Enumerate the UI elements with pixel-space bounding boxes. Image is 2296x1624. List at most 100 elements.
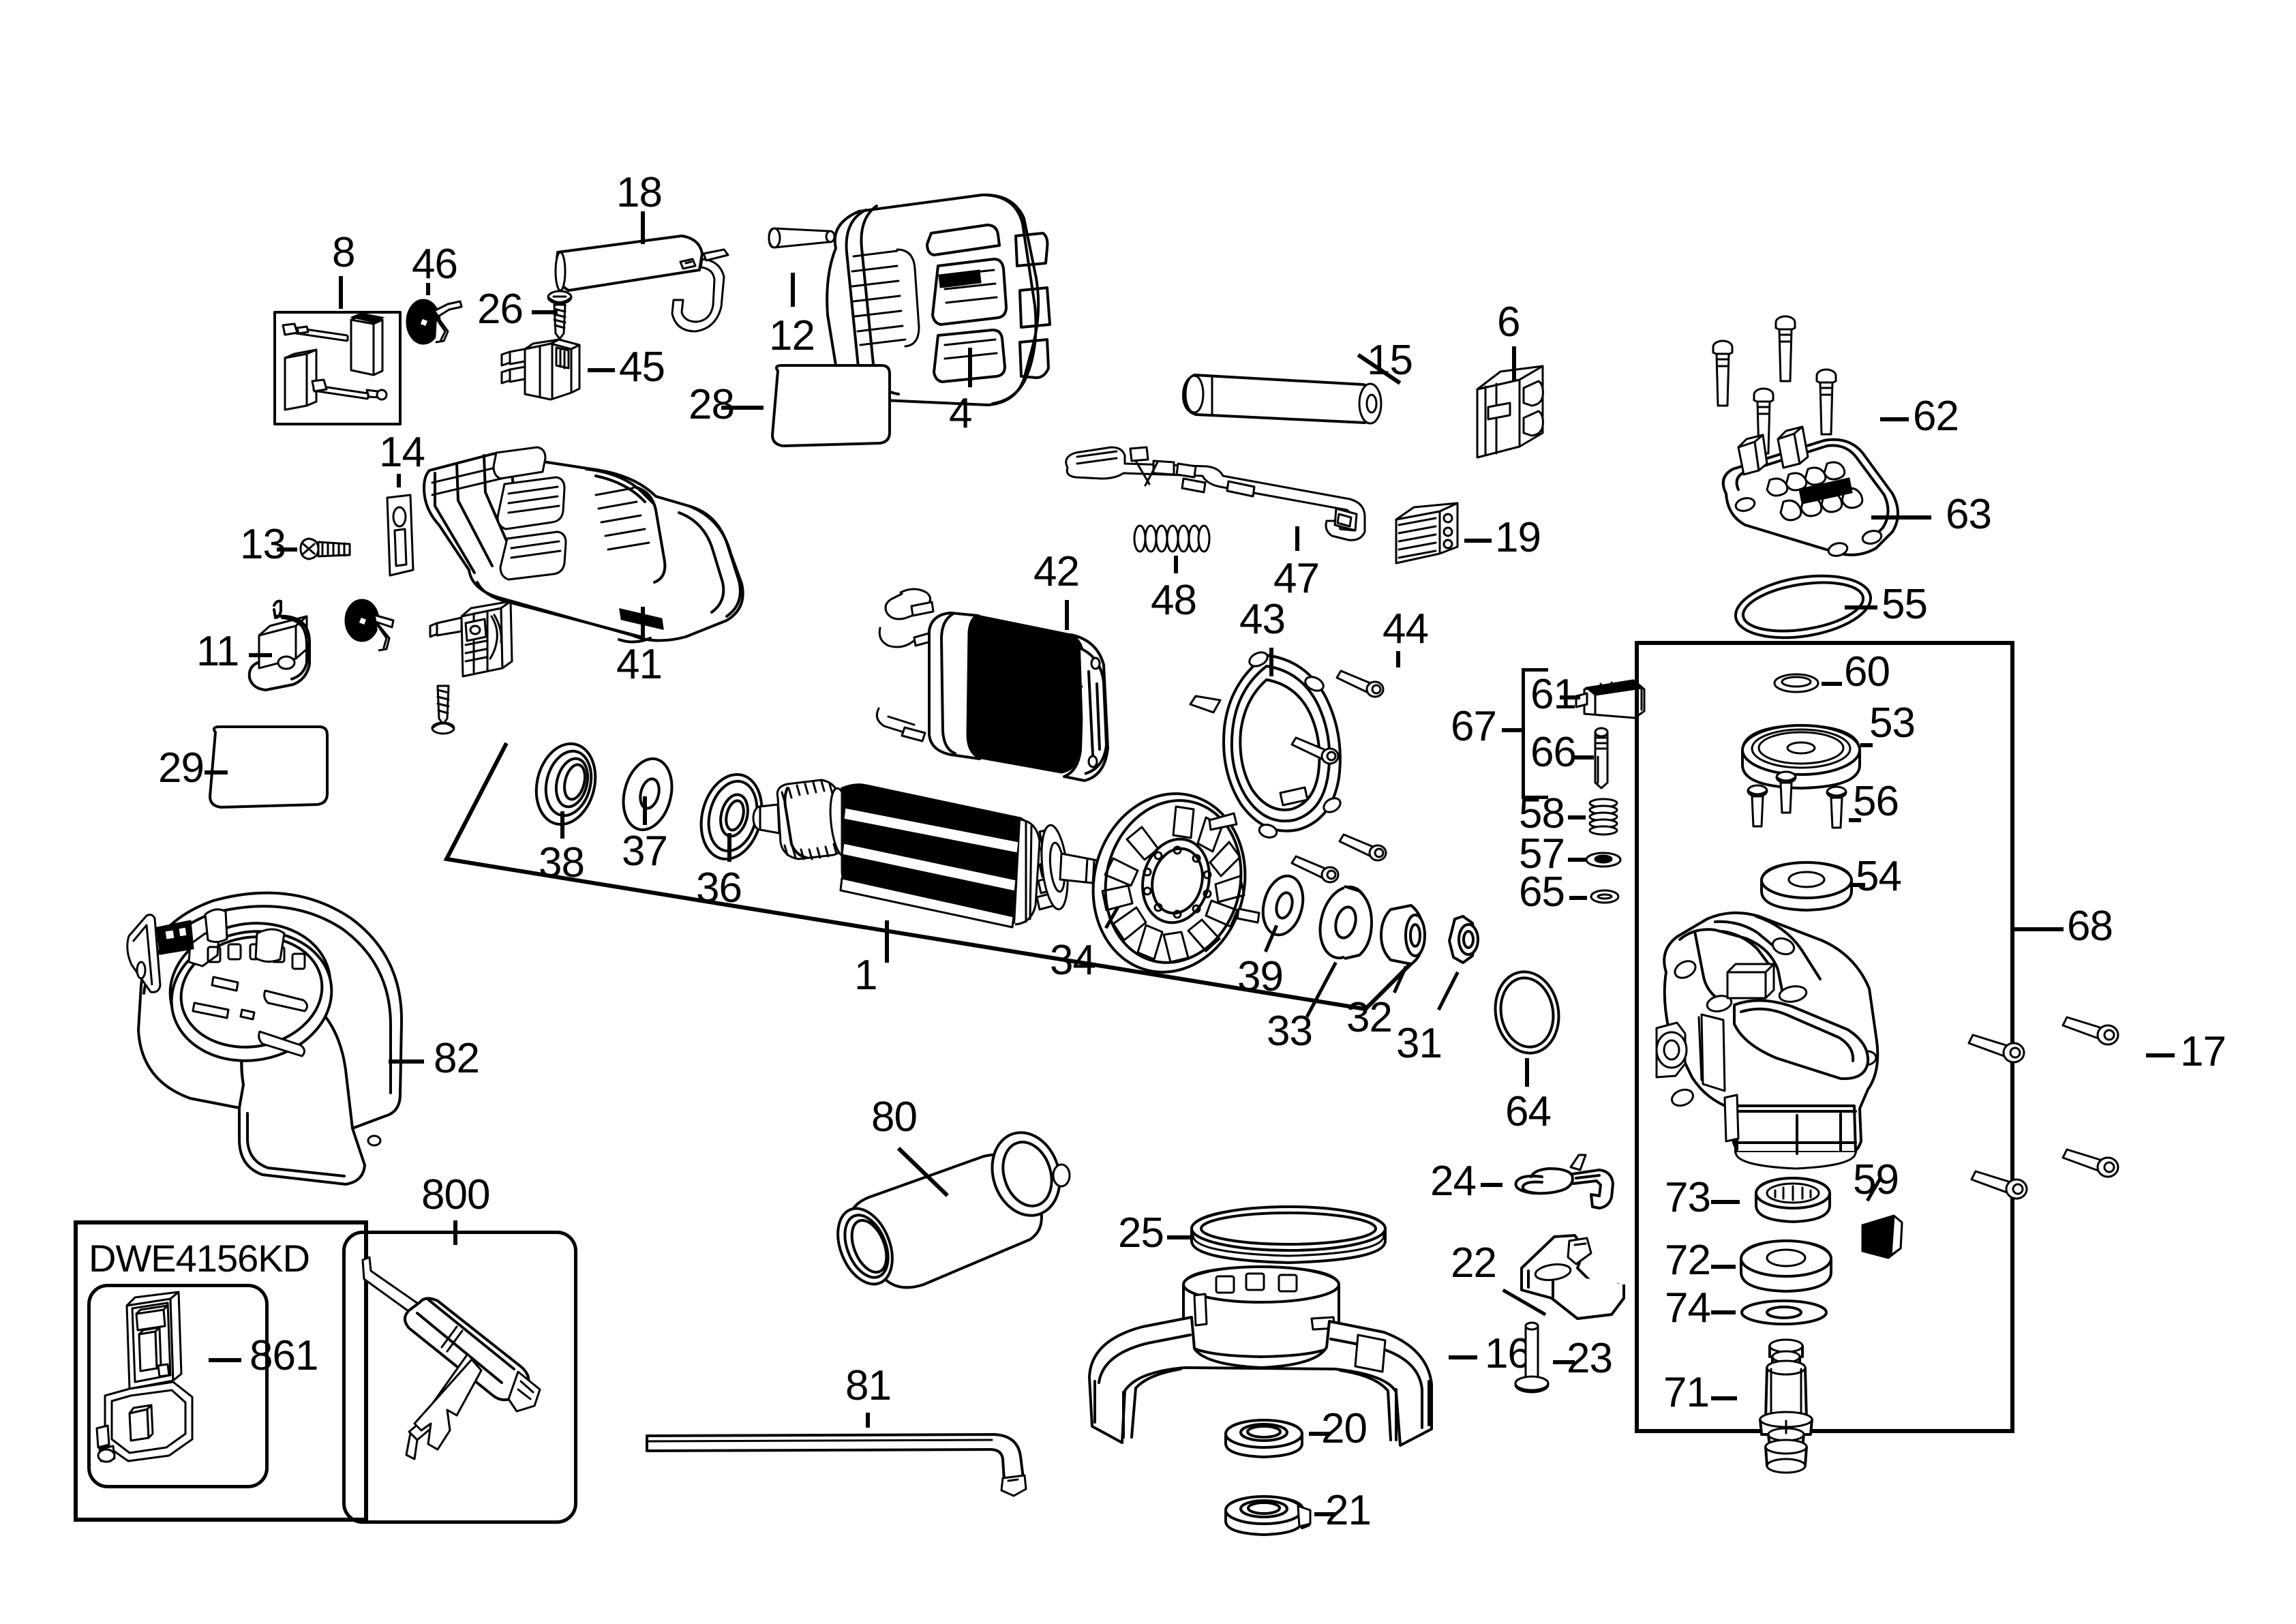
leader-37: [643, 796, 647, 825]
part-80-grip-sleeve: [808, 1131, 1081, 1323]
leader-56: [1849, 818, 1861, 822]
callout-59: 59: [1853, 1156, 1899, 1203]
leader-4: [968, 348, 972, 387]
part-14-inspection-cover: [382, 491, 417, 580]
callout-55: 55: [1882, 581, 1928, 628]
callout-42: 42: [1033, 548, 1080, 595]
callout-19: 19: [1495, 514, 1541, 561]
part-11-brush-holder: [239, 599, 348, 694]
part-1-armature-bracket-line: [443, 742, 1442, 1036]
part-41-motor-housing: [416, 443, 818, 648]
part-32-spacer: [1376, 901, 1437, 969]
leader-17: [2146, 1053, 2175, 1057]
part-60-washer: [1772, 672, 1820, 695]
callout-23: 23: [1567, 1335, 1613, 1382]
leader-25: [1167, 1235, 1192, 1239]
part-22-clamp-lever: [1512, 1227, 1635, 1336]
callout-18: 18: [616, 169, 663, 216]
callout-15: 15: [1367, 337, 1413, 384]
kit-case-inset: [87, 1284, 269, 1488]
callout-68: 68: [2067, 903, 2113, 950]
callout-26: 26: [477, 286, 524, 333]
callout-60: 60: [1844, 648, 1890, 695]
part-71-spindle: [1745, 1336, 1834, 1474]
callout-11: 11: [196, 628, 239, 675]
callout-61: 61: [1530, 671, 1577, 718]
part-65-o-ring: [1588, 888, 1621, 905]
leader-19: [1464, 539, 1492, 543]
leader-38: [560, 811, 564, 839]
part-39-washer: [1252, 871, 1314, 939]
part-800-wrench-tool: [354, 1248, 566, 1507]
part-21-lock-nut: [1222, 1490, 1314, 1544]
part-brush-spring-clip: [344, 599, 406, 655]
leader-55: [1845, 605, 1877, 610]
callout-64: 64: [1505, 1088, 1552, 1135]
part-46-spring-washer: [406, 293, 467, 348]
callout-45: 45: [619, 344, 665, 391]
leader-44: [1396, 651, 1400, 667]
part-29-label-plate: [205, 723, 334, 811]
leader-43: [1269, 648, 1273, 676]
part-13-screw: [298, 533, 357, 565]
callout-6: 6: [1497, 299, 1520, 346]
leader-29: [205, 770, 228, 775]
leader-16: [1449, 1355, 1477, 1359]
callout-38: 38: [539, 839, 585, 886]
leader-73: [1711, 1200, 1740, 1204]
part-15-handle-sleeve: [1179, 361, 1398, 436]
model-variant-label: DWE4156KD: [89, 1237, 310, 1280]
part-43-baffle-ring: [1171, 644, 1355, 842]
part-6-capacitor: [1469, 365, 1565, 467]
part-34-fan: [1074, 787, 1265, 978]
part-58-spring: [1583, 796, 1624, 837]
part-45-switch: [498, 334, 586, 409]
leader-62: [1880, 417, 1909, 421]
callout-63: 63: [1946, 491, 1992, 538]
leader-28: [721, 406, 764, 410]
callout-43: 43: [1239, 596, 1286, 643]
leader-72: [1711, 1265, 1736, 1269]
part-24-wire-clip: [1500, 1152, 1629, 1234]
part-56-screws: [1747, 770, 1888, 845]
callout-28: 28: [689, 381, 735, 428]
part-19-terminal-block: [1391, 502, 1469, 569]
part-74-shim-ring: [1740, 1299, 1828, 1326]
tool-inset-box: [342, 1231, 577, 1524]
part-18-handle-bar: [552, 225, 770, 355]
callout-80: 80: [871, 1094, 918, 1141]
part-54-spacer-ring: [1759, 856, 1854, 914]
callout-56: 56: [1853, 778, 1899, 825]
part-28-label-plate: [767, 361, 896, 450]
part-8-brush-set: [273, 310, 402, 426]
leader-24: [1481, 1183, 1502, 1187]
leader-41: [641, 607, 645, 638]
callout-21: 21: [1325, 1487, 1372, 1534]
callout-34: 34: [1050, 937, 1096, 984]
part-81-hex-key: [644, 1425, 1040, 1500]
callout-41: 41: [616, 641, 663, 688]
part-55-o-ring: [1732, 573, 1875, 641]
leader-65: [1569, 896, 1587, 900]
leader-21: [1314, 1512, 1336, 1516]
callout-861: 861: [250, 1332, 318, 1379]
callout-1: 1: [854, 952, 877, 999]
part-73-bearing: [1752, 1173, 1834, 1227]
callout-12: 12: [769, 312, 815, 359]
callout-31: 31: [1396, 1020, 1442, 1067]
part-62-screws: [1708, 315, 1933, 474]
group-bracket-67: [1522, 668, 1548, 799]
part-57-washer: [1585, 851, 1622, 869]
callout-81: 81: [845, 1362, 892, 1409]
leader-45: [588, 368, 615, 372]
leader-6: [1512, 346, 1516, 380]
part-42-field-stator: [875, 583, 1176, 822]
leader-48: [1174, 556, 1178, 573]
leader-53: [1860, 743, 1873, 747]
callout-67: 67: [1451, 703, 1497, 750]
part-59-gear-key: [1857, 1210, 1912, 1265]
callout-58: 58: [1519, 790, 1565, 837]
part-36-bearing: [687, 769, 776, 864]
callout-16: 16: [1485, 1330, 1531, 1377]
callout-66: 66: [1530, 729, 1577, 776]
